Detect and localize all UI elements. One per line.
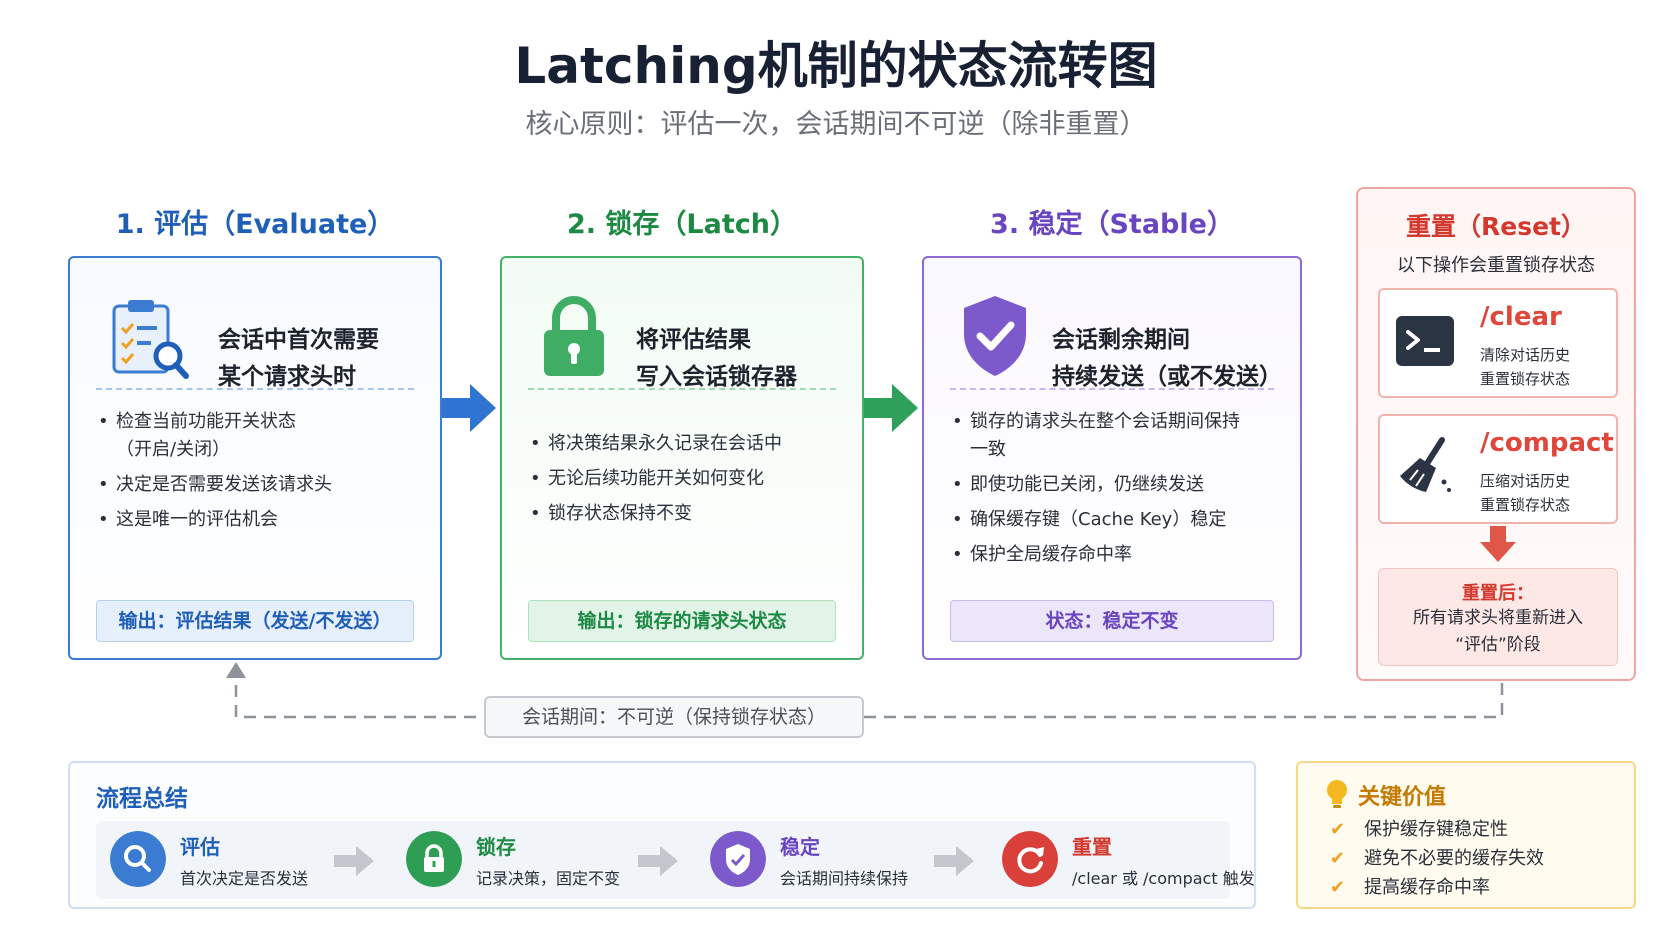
latch-card-head: 将评估结果 写入会话锁存器 — [502, 288, 862, 390]
summary-desc: 会话期间持续保持 — [780, 869, 909, 888]
evaluate-card: 会话中首次需要 某个请求头时 检查当前功能开关状态（开启/关闭） 决定是否需要发… — [68, 256, 442, 660]
evaluate-head-line1: 会话中首次需要 — [218, 327, 379, 353]
arrow-right-green-icon — [864, 384, 918, 432]
latch-head-line2: 写入会话锁存器 — [636, 364, 797, 390]
compact-desc-1: 压缩对话历史 — [1480, 472, 1571, 490]
latch-head-line1: 将评估结果 — [636, 327, 751, 353]
summary-name: 评估 — [180, 835, 220, 859]
clear-desc-2: 重置锁存状态 — [1480, 370, 1571, 388]
list-item: 确保缓存键（Cache Key）稳定 — [952, 506, 1280, 534]
evaluate-bullets: 检查当前功能开关状态（开启/关闭） 决定是否需要发送该请求头 这是唯一的评估机会 — [98, 408, 420, 541]
list-item: 即使功能已关闭，仍继续发送 — [952, 471, 1280, 499]
evaluate-output: 输出：评估结果（发送/不发送） — [96, 600, 414, 642]
summary-desc: /clear 或 /compact 触发 — [1072, 869, 1255, 888]
process-summary: 流程总结 评估 首次决定是否发送 锁存 记录决策，固定不变 稳定 会话期间持续保… — [68, 761, 1256, 909]
list-item: 决定是否需要发送该请求头 — [98, 471, 420, 499]
key-value-title: 关键价值 — [1358, 785, 1447, 810]
reset-subtitle: 以下操作会重置锁存状态 — [1397, 255, 1595, 276]
list-item: 保护全局缓存命中率 — [952, 541, 1280, 569]
broom-icon — [1400, 437, 1451, 492]
list-item: 提高缓存命中率 — [1328, 873, 1544, 902]
stage-title-stable: 3. 稳定（Stable） — [990, 209, 1234, 240]
compact-command: /compact — [1480, 428, 1614, 458]
key-value-list: 保护缓存键稳定性 避免不必要的缓存失效 提高缓存命中率 — [1328, 815, 1544, 902]
list-item: 无论后续功能开关如何变化 — [530, 465, 842, 493]
latch-divider — [528, 388, 836, 390]
stable-divider — [950, 388, 1274, 390]
loop-label: 会话期间：不可逆（保持锁存状态） — [484, 696, 864, 738]
summary-desc: 记录决策，固定不变 — [476, 869, 621, 888]
arrow-right-gray-icon — [638, 846, 678, 876]
padlock-icon — [544, 296, 604, 376]
summary-name: 锁存 — [476, 835, 516, 859]
clear-desc-1: 清除对话历史 — [1480, 346, 1571, 364]
reset-after-line1: 所有请求头将重新进入 — [1413, 608, 1583, 628]
arrow-right-gray-icon — [334, 846, 374, 876]
stable-output: 状态：稳定不变 — [950, 600, 1274, 642]
evaluate-divider — [96, 388, 414, 390]
latch-output: 输出：锁存的请求头状态 — [528, 600, 836, 642]
summary-title: 流程总结 — [96, 786, 188, 812]
stable-card: 会话剩余期间 持续发送（或不发送） 锁存的请求头在整个会话期间保持一致 即使功能… — [922, 256, 1302, 660]
stage-title-latch: 2. 锁存（Latch） — [566, 209, 797, 240]
stable-head-line2: 持续发送（或不发送） — [1052, 364, 1282, 390]
list-item: 锁存状态保持不变 — [530, 500, 842, 528]
arrow-right-blue-icon — [442, 384, 496, 432]
clear-command-box: /clear 清除对话历史 重置锁存状态 — [1378, 288, 1618, 398]
clear-command: /clear — [1480, 302, 1562, 332]
reset-after-line2: “评估”阶段 — [1455, 635, 1541, 655]
evaluate-head-line2: 某个请求头时 — [218, 364, 356, 390]
reset-after-box: 重置后： 所有请求头将重新进入 “评估”阶段 — [1378, 568, 1618, 666]
list-item: 这是唯一的评估机会 — [98, 506, 420, 534]
list-item: 检查当前功能开关状态（开启/关闭） — [98, 408, 328, 464]
summary-name: 稳定 — [780, 835, 820, 859]
arrow-down-icon — [1480, 526, 1516, 562]
arrow-right-gray-icon — [934, 846, 974, 876]
list-item: 保护缓存键稳定性 — [1328, 815, 1544, 844]
refresh-icon — [1002, 831, 1058, 887]
terminal-icon — [1396, 316, 1454, 366]
list-item: 避免不必要的缓存失效 — [1328, 844, 1544, 873]
lightbulb-icon — [1327, 780, 1347, 808]
list-item: 锁存的请求头在整个会话期间保持一致 — [952, 408, 1242, 464]
shield-icon — [710, 831, 766, 887]
page-title: Latching机制的状态流转图 — [514, 37, 1158, 95]
summary-name: 重置 — [1072, 835, 1112, 859]
compact-desc-2: 重置锁存状态 — [1480, 496, 1571, 514]
compact-command-box: /compact 压缩对话历史 重置锁存状态 — [1378, 414, 1618, 524]
latch-bullets: 将决策结果永久记录在会话中 无论后续功能开关如何变化 锁存状态保持不变 — [530, 430, 842, 535]
lock-icon — [406, 831, 462, 887]
page-subtitle: 核心原则：评估一次，会话期间不可逆（除非重置） — [525, 109, 1147, 140]
clipboard-search-icon — [112, 300, 189, 379]
key-value-panel: 关键价值 保护缓存键稳定性 避免不必要的缓存失效 提高缓存命中率 — [1296, 761, 1636, 909]
stable-card-head: 会话剩余期间 持续发送（或不发送） — [924, 288, 1300, 390]
reset-panel: 重置（Reset） 以下操作会重置锁存状态 /clear 清除对话历史 重置锁存… — [1356, 187, 1636, 681]
stage-title-evaluate: 1. 评估（Evaluate） — [115, 209, 395, 240]
reset-after-title: 重置后： — [1462, 583, 1534, 604]
evaluate-card-head: 会话中首次需要 某个请求头时 — [70, 288, 440, 390]
shield-check-icon — [964, 296, 1026, 376]
stable-bullets: 锁存的请求头在整个会话期间保持一致 即使功能已关闭，仍继续发送 确保缓存键（Ca… — [952, 408, 1280, 576]
summary-desc: 首次决定是否发送 — [180, 869, 309, 888]
latch-card: 将评估结果 写入会话锁存器 将决策结果永久记录在会话中 无论后续功能开关如何变化… — [500, 256, 864, 660]
search-icon — [110, 831, 166, 887]
reset-title: 重置（Reset） — [1406, 212, 1586, 241]
stable-head-line1: 会话剩余期间 — [1052, 327, 1190, 353]
list-item: 将决策结果永久记录在会话中 — [530, 430, 842, 458]
